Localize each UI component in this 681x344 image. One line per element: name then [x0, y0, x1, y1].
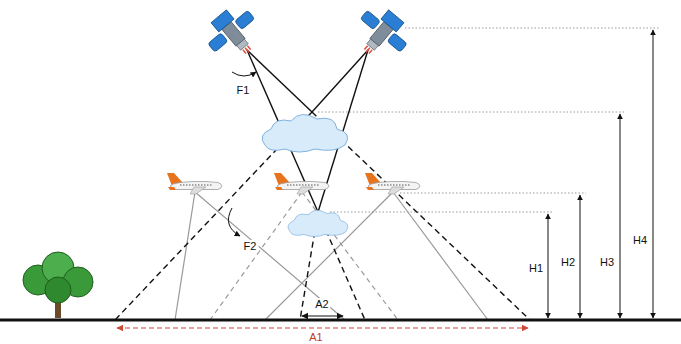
- airplane: [365, 173, 420, 194]
- height-guide: [318, 28, 660, 212]
- area-label: A1: [307, 331, 324, 343]
- airplane: [274, 173, 329, 194]
- dimension-line: [117, 327, 528, 328]
- aircraft-view-line: [175, 192, 488, 320]
- height-label: H2: [559, 256, 577, 268]
- airplane: [167, 173, 222, 194]
- area-label: A2: [313, 298, 330, 310]
- dimension-line: [302, 30, 653, 318]
- satellite: [199, 0, 269, 69]
- cloud: [262, 114, 348, 152]
- height-label: H4: [631, 234, 649, 246]
- satellite-view-line: [115, 50, 530, 320]
- angle-label: F1: [235, 84, 252, 96]
- cloud: [288, 210, 348, 236]
- height-label: H1: [527, 262, 545, 274]
- height-label: H3: [598, 256, 616, 268]
- ground-line: [0, 319, 681, 322]
- tree: [23, 252, 93, 318]
- angle-arc: [232, 72, 256, 76]
- angle-label: F2: [242, 240, 259, 252]
- satellite: [346, 0, 416, 69]
- angle-arc: [228, 208, 240, 236]
